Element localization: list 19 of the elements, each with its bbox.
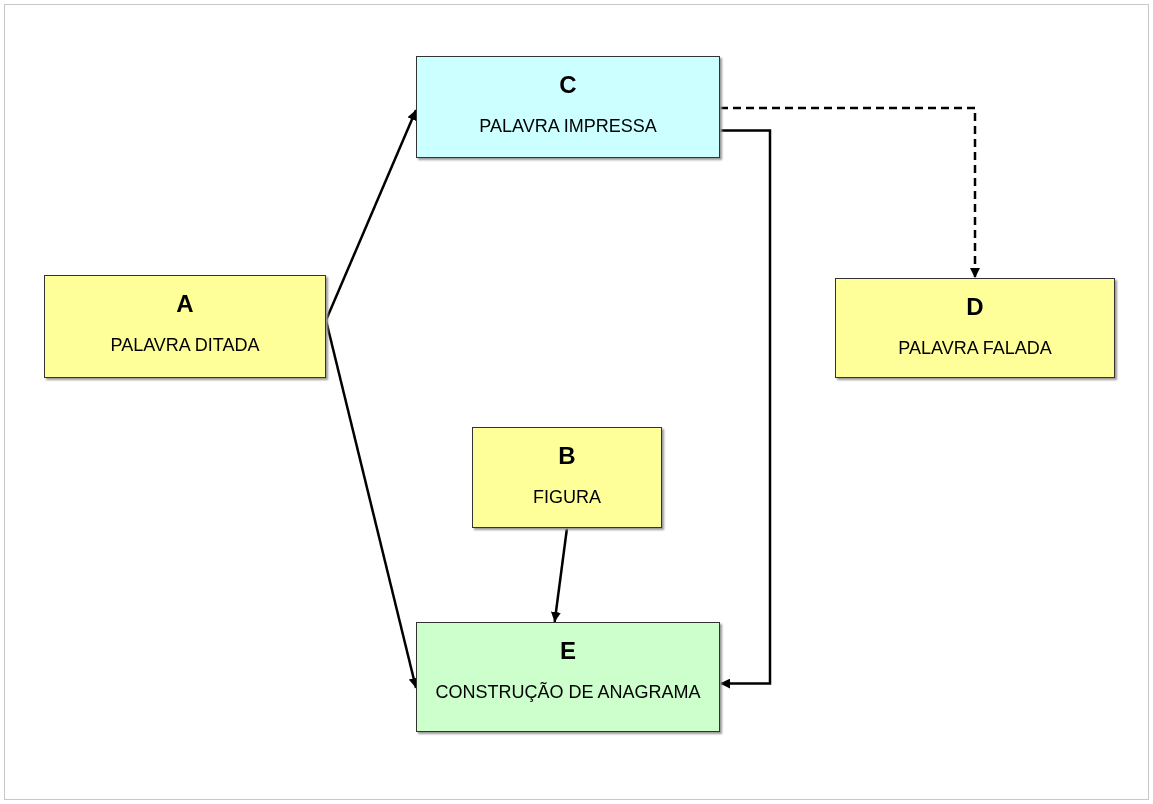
process-box: [44, 275, 326, 378]
box-letter: E: [560, 637, 576, 665]
box-label: PALAVRA DITADA: [110, 334, 260, 357]
arrow: [720, 129, 772, 689]
arrow: [550, 527, 569, 623]
box-label: PALAVRA FALADA: [898, 337, 1052, 360]
process-box: [416, 622, 720, 732]
box-label: CONSTRUÇÃO DE ANAGRAMA: [435, 681, 701, 704]
process-box: [472, 427, 662, 528]
box-label: PALAVRA IMPRESSA: [479, 115, 657, 138]
box-letter: B: [558, 442, 576, 470]
box-label: FIGURA: [533, 486, 601, 509]
box-letter: C: [559, 71, 577, 99]
box-letter: D: [966, 293, 984, 321]
box-letter: A: [176, 290, 194, 318]
process-box: [835, 278, 1115, 378]
arrow: [324, 109, 418, 321]
arrow: [720, 106, 980, 278]
process-box: [416, 56, 720, 158]
